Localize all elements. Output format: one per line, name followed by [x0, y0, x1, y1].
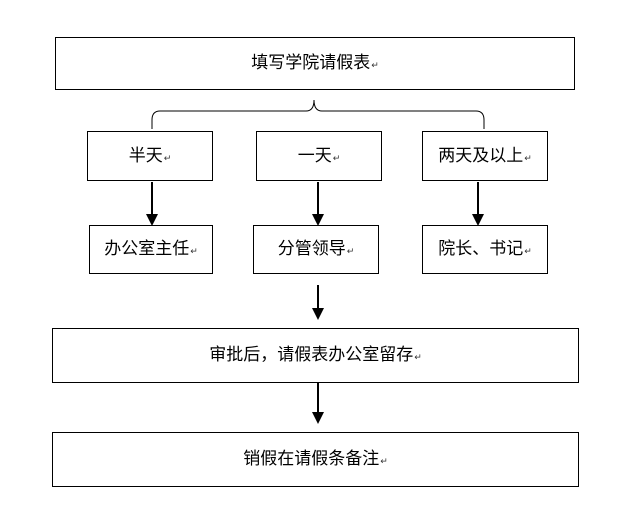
node-dean-secretary: 院长、书记↵: [422, 225, 548, 274]
node-dean-secretary-label: 院长、书记: [438, 239, 524, 259]
paragraph-mark: ↵: [380, 457, 388, 467]
node-supervising-leader-label: 分管领导: [277, 239, 346, 259]
arrow-two-plus-to-dean: [472, 182, 484, 226]
node-archive-form: 审批后，请假表办公室留存↵: [52, 328, 579, 383]
node-one-day-label: 一天: [297, 145, 332, 166]
node-cancel-leave-label: 销假在请假条备注: [243, 449, 380, 469]
node-one-day: 一天↵: [256, 131, 382, 181]
branch-brace: [151, 99, 485, 129]
arrow-half-day-to-office: [146, 182, 158, 226]
paragraph-mark: ↵: [190, 247, 198, 257]
paragraph-mark: ↵: [332, 153, 341, 164]
paragraph-mark: ↵: [524, 153, 532, 164]
arrow-to-archive: [312, 285, 324, 320]
paragraph-mark: ↵: [414, 353, 422, 363]
node-supervising-leader: 分管领导↵: [253, 225, 379, 274]
arrow-one-day-to-leader: [312, 182, 324, 226]
node-two-days-plus: 两天及以上↵: [422, 131, 548, 181]
paragraph-mark: ↵: [524, 247, 532, 257]
node-two-days-plus-label: 两天及以上: [438, 145, 524, 166]
node-cancel-leave: 销假在请假条备注↵: [52, 432, 579, 487]
arrow-archive-to-cancel: [312, 382, 324, 424]
paragraph-mark: ↵: [346, 247, 355, 257]
node-half-day: 半天↵: [87, 131, 213, 181]
node-half-day-label: 半天: [128, 145, 163, 166]
node-fill-leave-form: 填写学院请假表↵: [55, 37, 575, 90]
node-fill-leave-form-label: 填写学院请假表: [251, 53, 371, 73]
node-office-director: 办公室主任↵: [89, 225, 213, 274]
paragraph-mark: ↵: [163, 153, 172, 164]
node-office-director-label: 办公室主任: [104, 239, 190, 259]
paragraph-mark: ↵: [371, 61, 379, 71]
node-archive-form-label: 审批后，请假表办公室留存: [209, 345, 414, 365]
